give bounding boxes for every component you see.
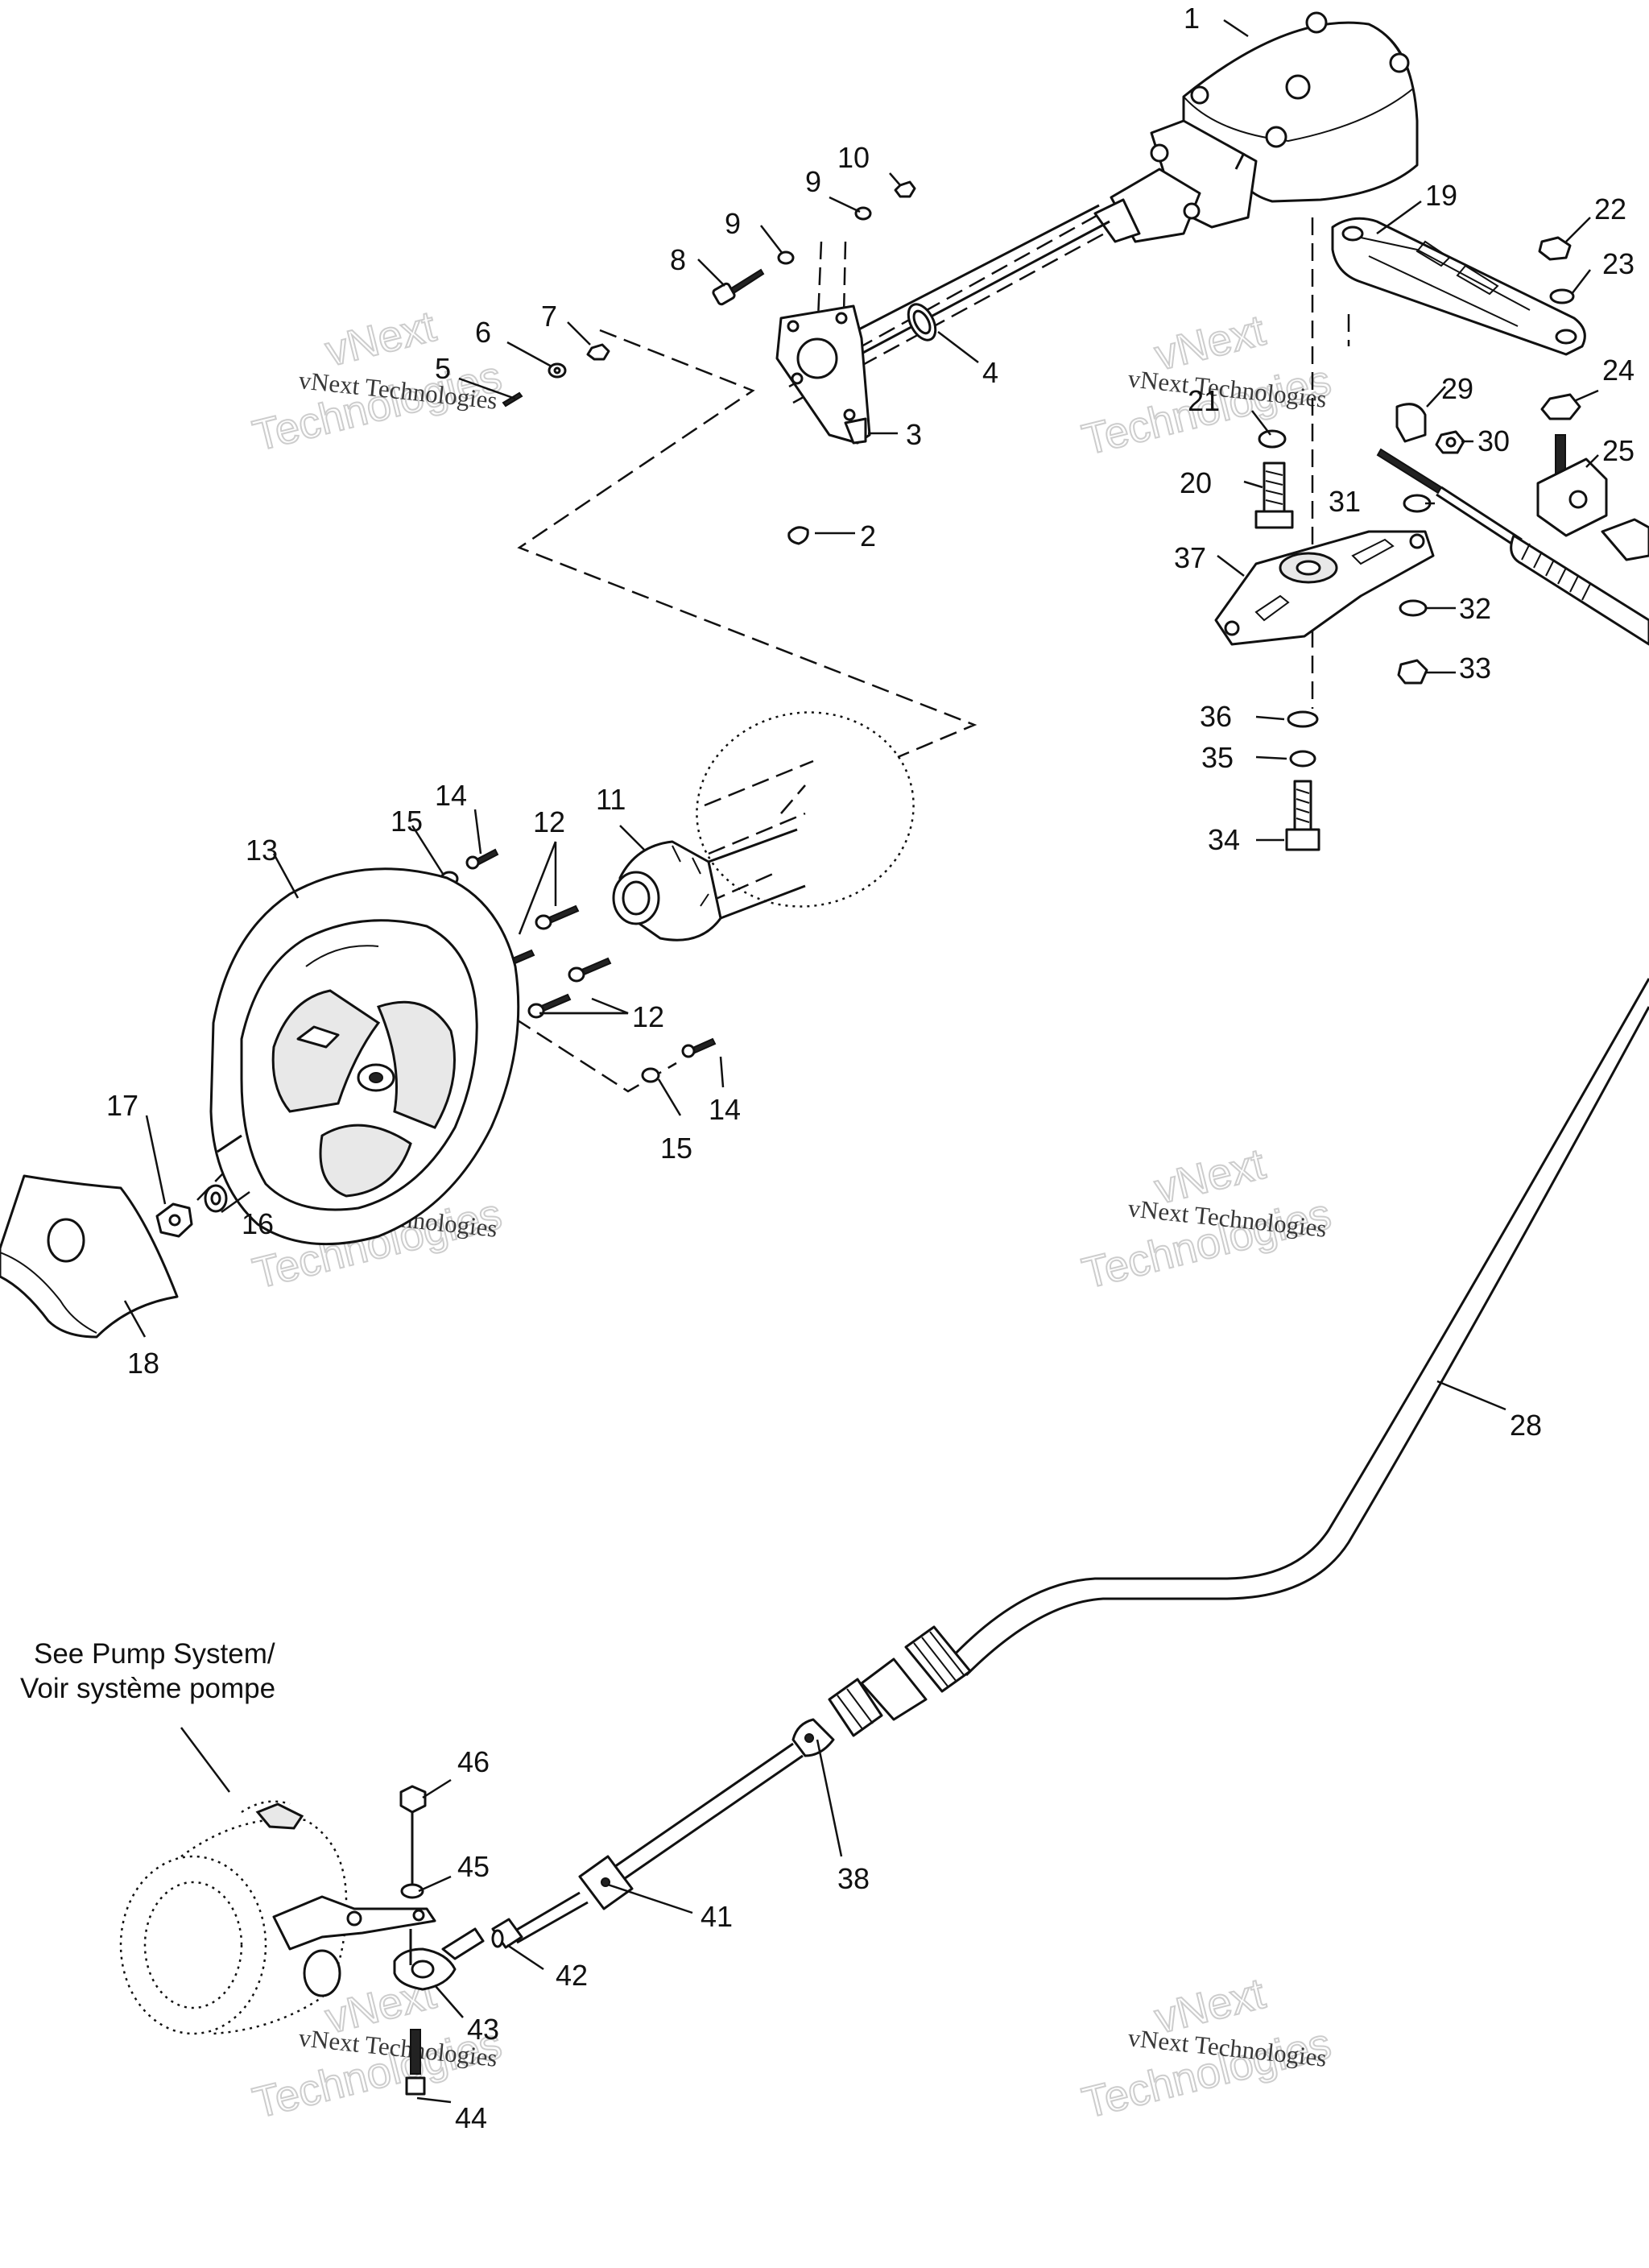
callout-14: 14 <box>435 779 467 812</box>
callout-8: 8 <box>670 243 686 276</box>
part-3-mounting-plate <box>775 304 871 445</box>
callout-11: 11 <box>596 783 626 816</box>
callout-12: 12 <box>632 1000 664 1033</box>
callout-5: 5 <box>435 352 451 385</box>
callout-31: 31 <box>1329 485 1361 518</box>
part-11-adapter <box>612 828 806 942</box>
callout-15: 15 <box>391 805 423 838</box>
parts-8-9-10-fasteners <box>712 180 916 306</box>
callout-45: 45 <box>457 1850 490 1883</box>
parts-29-30-31-fasteners <box>1395 403 1465 513</box>
callout-6: 6 <box>475 316 491 349</box>
inner-rod <box>510 1891 589 1944</box>
part-37-lower-bracket <box>1214 530 1435 646</box>
callout-33: 33 <box>1459 652 1491 685</box>
pump-nozzle <box>119 1800 436 2035</box>
parts-16-17-fasteners <box>155 1184 228 1238</box>
parts-5-6-7-fasteners <box>502 343 610 408</box>
callout-18: 18 <box>127 1347 159 1380</box>
callout-23: 23 <box>1602 247 1635 280</box>
note-line-1: See Pump System/ <box>34 1638 275 1670</box>
callout-17: 17 <box>106 1089 138 1122</box>
callout-30: 30 <box>1477 424 1510 457</box>
callout-29: 29 <box>1441 372 1473 405</box>
steering-column-shaft <box>828 204 1110 356</box>
part-18-center-cap <box>0 1174 179 1339</box>
callout-15: 15 <box>660 1132 692 1165</box>
callout-24: 24 <box>1602 354 1635 387</box>
note-line-2: Voir système pompe <box>20 1673 275 1704</box>
part-4-bushing <box>907 303 937 341</box>
callout-3: 3 <box>906 418 922 451</box>
parts-32-33-36-35-34-fasteners <box>1285 599 1428 851</box>
callout-34: 34 <box>1208 823 1240 856</box>
callout-44: 44 <box>455 2101 487 2134</box>
cable-upper-end <box>1376 448 1649 646</box>
callout-41: 41 <box>701 1900 733 1933</box>
callout-42: 42 <box>556 1959 588 1992</box>
cable-rod <box>611 1742 804 1882</box>
callout-36: 36 <box>1200 700 1232 733</box>
parts-20-21-fasteners <box>1254 429 1294 529</box>
callout-35: 35 <box>1201 741 1234 774</box>
callout-10: 10 <box>837 141 870 174</box>
callout-4: 4 <box>982 356 998 389</box>
callout-32: 32 <box>1459 592 1491 625</box>
callout-28: 28 <box>1510 1409 1542 1442</box>
callout-46: 46 <box>457 1745 490 1778</box>
callout-22: 22 <box>1594 192 1626 226</box>
leader-lines <box>123 19 1599 2104</box>
watermark-brand-top: vNext <box>320 302 440 376</box>
part-28-steering-cable <box>948 978 1649 1677</box>
parts-43-46-fasteners <box>393 1785 485 2096</box>
pump-system-note: See Pump System/ Voir système pompe <box>20 1638 275 1704</box>
part-1-steering-column-housing <box>1093 11 1419 243</box>
steering-hub-dotted <box>696 711 915 908</box>
callout-16: 16 <box>242 1207 274 1240</box>
callout-21: 21 <box>1188 384 1220 417</box>
callout-9: 9 <box>725 207 741 240</box>
part-38-cable-fitting <box>791 1625 972 1757</box>
callout-43: 43 <box>467 2013 499 2046</box>
part-19-upper-bracket <box>1331 217 1586 356</box>
parts-22-23-24-25-fasteners <box>1536 236 1608 537</box>
callout-1: 1 <box>1184 2 1200 35</box>
part-42-end-fitting <box>491 1918 523 1949</box>
watermark-middle-right: Technologies vNext vNext Technologies <box>1077 1139 1336 1299</box>
callout-2: 2 <box>860 519 876 553</box>
callout-7: 7 <box>541 300 557 333</box>
part-41-sleeve <box>578 1855 634 1910</box>
callout-14: 14 <box>709 1093 741 1126</box>
callout-9: 9 <box>805 165 821 198</box>
callout-19: 19 <box>1425 179 1457 212</box>
part-13-steering-wheel <box>209 867 520 1246</box>
callout-25: 25 <box>1602 434 1635 467</box>
callout-12: 12 <box>533 805 565 838</box>
callout-38: 38 <box>837 1862 870 1895</box>
callout-13: 13 <box>246 834 278 867</box>
watermark-bottom-right: Technologies vNext vNext Technologies <box>1077 1968 1336 2129</box>
part-2-key <box>787 526 809 545</box>
callout-37: 37 <box>1174 541 1206 574</box>
callout-20: 20 <box>1180 466 1212 499</box>
callout-labels: 1 2 3 4 5 6 7 8 9 9 10 11 12 12 13 14 14… <box>106 2 1635 2134</box>
